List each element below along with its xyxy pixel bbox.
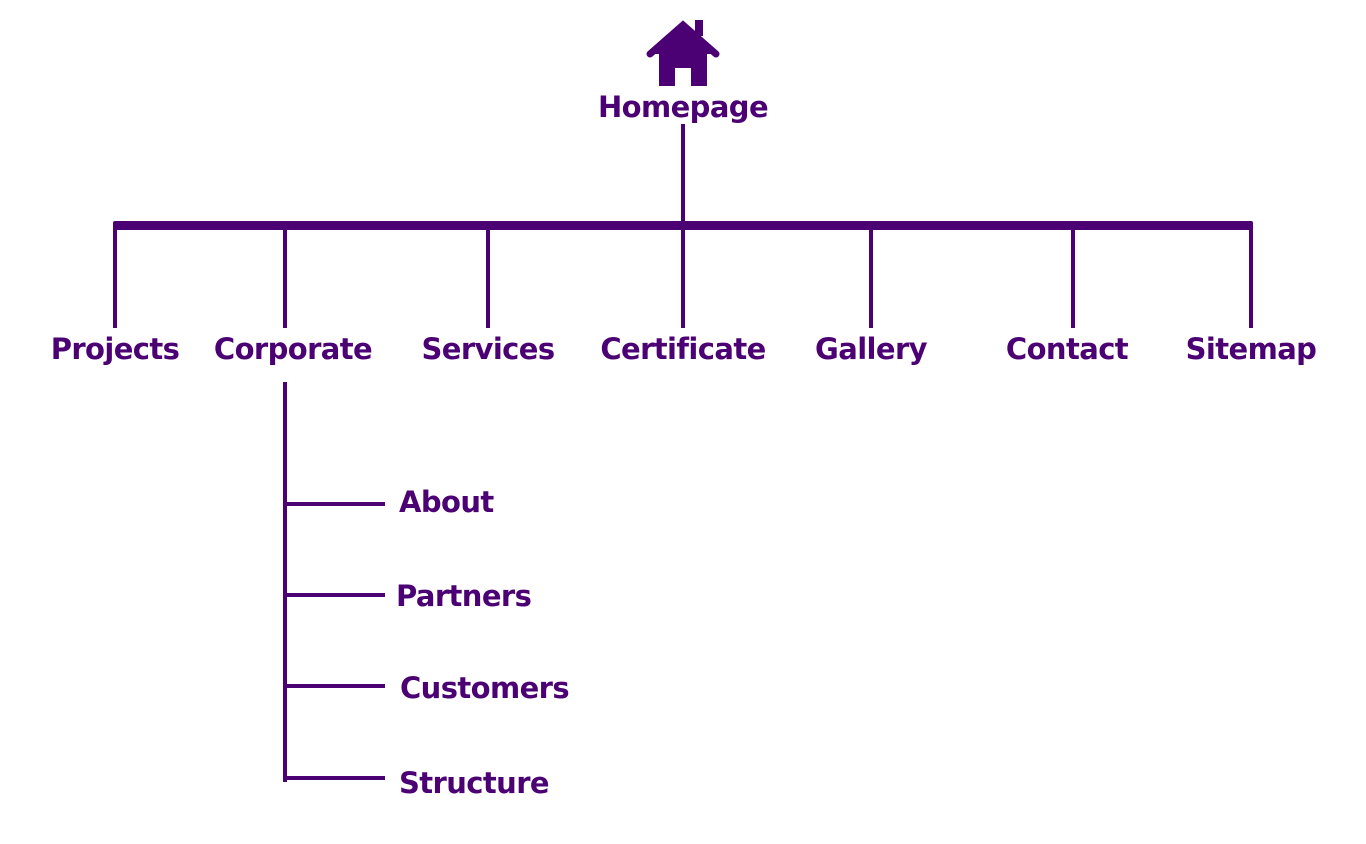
subpage-about[interactable]: About: [399, 485, 494, 519]
branch-customers: [283, 684, 385, 688]
section-services[interactable]: Services: [421, 332, 555, 366]
branch-about: [283, 502, 385, 506]
connector-gallery: [869, 224, 873, 328]
branch-partners: [283, 593, 385, 597]
root-connector-line: [681, 124, 685, 224]
section-contact[interactable]: Contact: [1005, 332, 1129, 366]
connector-corporate: [283, 224, 287, 328]
subpage-structure[interactable]: Structure: [399, 766, 550, 800]
section-sitemap[interactable]: Sitemap: [1185, 332, 1317, 366]
branch-structure: [283, 776, 385, 780]
connector-certificate: [681, 224, 685, 328]
connector-contact: [1071, 224, 1075, 328]
section-gallery[interactable]: Gallery: [815, 332, 928, 366]
section-certificate[interactable]: Certificate: [600, 332, 766, 366]
connector-projects: [113, 224, 117, 328]
connector-services: [486, 224, 490, 328]
section-corporate[interactable]: Corporate: [213, 332, 373, 366]
home-icon[interactable]: [646, 18, 720, 90]
subpage-partners[interactable]: Partners: [396, 579, 532, 613]
connector-sitemap: [1249, 224, 1253, 328]
corporate-subtree-vertical: [283, 382, 287, 782]
section-projects[interactable]: Projects: [50, 332, 180, 366]
homepage-label[interactable]: Homepage: [597, 90, 769, 124]
subpage-customers[interactable]: Customers: [400, 671, 570, 705]
